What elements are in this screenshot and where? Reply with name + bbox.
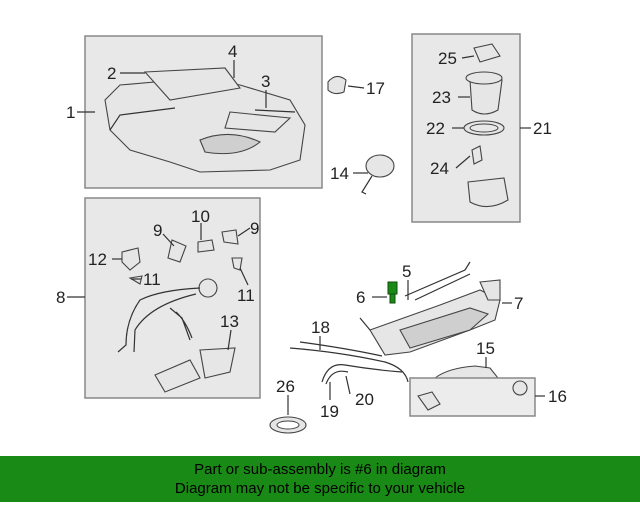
cap-17 bbox=[327, 75, 347, 95]
callout-12: 12 bbox=[88, 250, 107, 269]
info-banner: Part or sub-assembly is #6 in diagram Di… bbox=[0, 456, 640, 502]
callouts: 2 4 3 1 17 14 25 23 22 24 21 8 12 9 10 9… bbox=[56, 42, 567, 421]
callout-8: 8 bbox=[56, 288, 65, 307]
callout-25: 25 bbox=[438, 49, 457, 68]
callout-19: 19 bbox=[320, 402, 339, 421]
callout-6: 6 bbox=[356, 288, 365, 307]
callout-9a: 9 bbox=[153, 221, 162, 240]
clamp-box bbox=[409, 377, 536, 417]
bolt-6-highlight bbox=[387, 281, 398, 304]
callout-22: 22 bbox=[426, 119, 445, 138]
callout-23: 23 bbox=[432, 88, 451, 107]
fuel-tank bbox=[104, 67, 306, 173]
callout-1: 1 bbox=[66, 103, 75, 122]
straps bbox=[289, 341, 409, 385]
callout-11a: 11 bbox=[143, 270, 161, 289]
callout-2: 2 bbox=[107, 64, 116, 83]
banner-line-2: Diagram may not be specific to your vehi… bbox=[174, 480, 466, 497]
fuel-cap-14 bbox=[361, 154, 395, 195]
leader-lines bbox=[67, 55, 545, 415]
callout-13: 13 bbox=[220, 312, 239, 331]
callout-11b: 11 bbox=[237, 286, 255, 305]
callout-17: 17 bbox=[366, 79, 385, 98]
callout-18: 18 bbox=[311, 318, 330, 337]
callout-26: 26 bbox=[276, 377, 295, 396]
callout-4: 4 bbox=[228, 42, 237, 61]
callout-15: 15 bbox=[476, 339, 495, 358]
callout-20: 20 bbox=[355, 390, 374, 409]
callout-7: 7 bbox=[514, 294, 523, 313]
banner-line-1: Part or sub-assembly is #6 in diagram bbox=[194, 461, 446, 478]
callout-10: 10 bbox=[191, 207, 210, 226]
callout-5: 5 bbox=[402, 262, 411, 281]
fuel-pump bbox=[463, 43, 509, 208]
callout-21: 21 bbox=[533, 119, 552, 138]
heat-shield bbox=[359, 261, 501, 356]
filler-box bbox=[84, 197, 261, 399]
callout-14: 14 bbox=[330, 164, 349, 183]
clamps-16 bbox=[417, 380, 528, 411]
callout-24: 24 bbox=[430, 159, 449, 178]
callout-3: 3 bbox=[261, 72, 270, 91]
filler-parts bbox=[117, 229, 243, 393]
gasket-26 bbox=[269, 416, 307, 434]
callout-16: 16 bbox=[548, 387, 567, 406]
callout-9b: 9 bbox=[250, 219, 259, 238]
